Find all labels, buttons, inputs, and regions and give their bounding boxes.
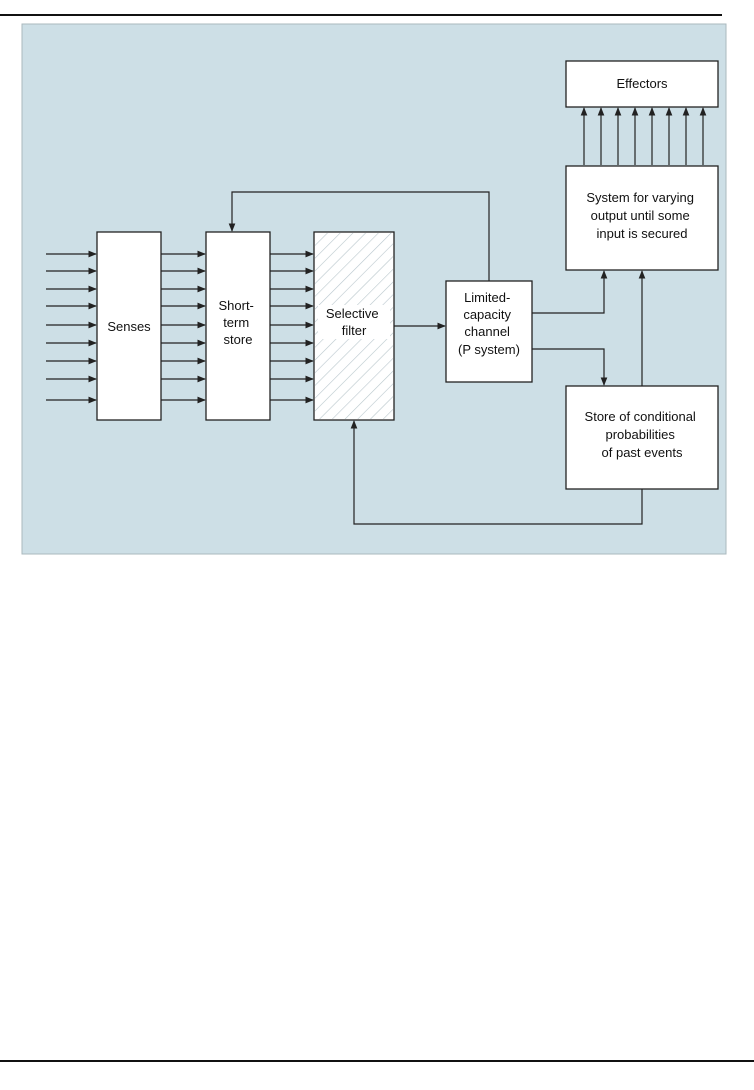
selective-filter-label: Selective filter xyxy=(326,306,382,338)
conditional-store-box xyxy=(565,385,719,490)
output-system-box xyxy=(565,165,719,271)
channel-to-conditional-store-arrow xyxy=(532,348,608,386)
effectors-box xyxy=(565,60,719,108)
output-to-effectors-arrows xyxy=(580,107,707,165)
conditional-store-to-filter-arrow xyxy=(350,420,643,525)
conditional-store-label: Store of conditional probabilities of pa… xyxy=(585,409,700,460)
senses-to-store-arrows xyxy=(161,250,206,404)
channel-to-output-system-arrow xyxy=(532,270,608,314)
top-rule xyxy=(0,14,722,16)
channel-to-store-feedback-arrow xyxy=(228,191,490,281)
store-to-filter-arrows xyxy=(270,250,314,404)
senses-box xyxy=(96,231,162,421)
input-arrows xyxy=(46,250,97,404)
short-term-store-box xyxy=(205,231,271,421)
short-term-store-label: Short- term store xyxy=(218,298,257,347)
effectors-label: Effectors xyxy=(616,76,668,91)
bottom-rule xyxy=(0,1060,754,1062)
selective-filter-label-bg xyxy=(318,305,390,339)
limited-capacity-channel-box xyxy=(445,280,533,383)
limited-capacity-channel-label: Limited- capacity channel (P system) xyxy=(458,290,520,357)
senses-label: Senses xyxy=(107,319,151,334)
output-system-label: System for varying output until some inp… xyxy=(586,190,697,241)
